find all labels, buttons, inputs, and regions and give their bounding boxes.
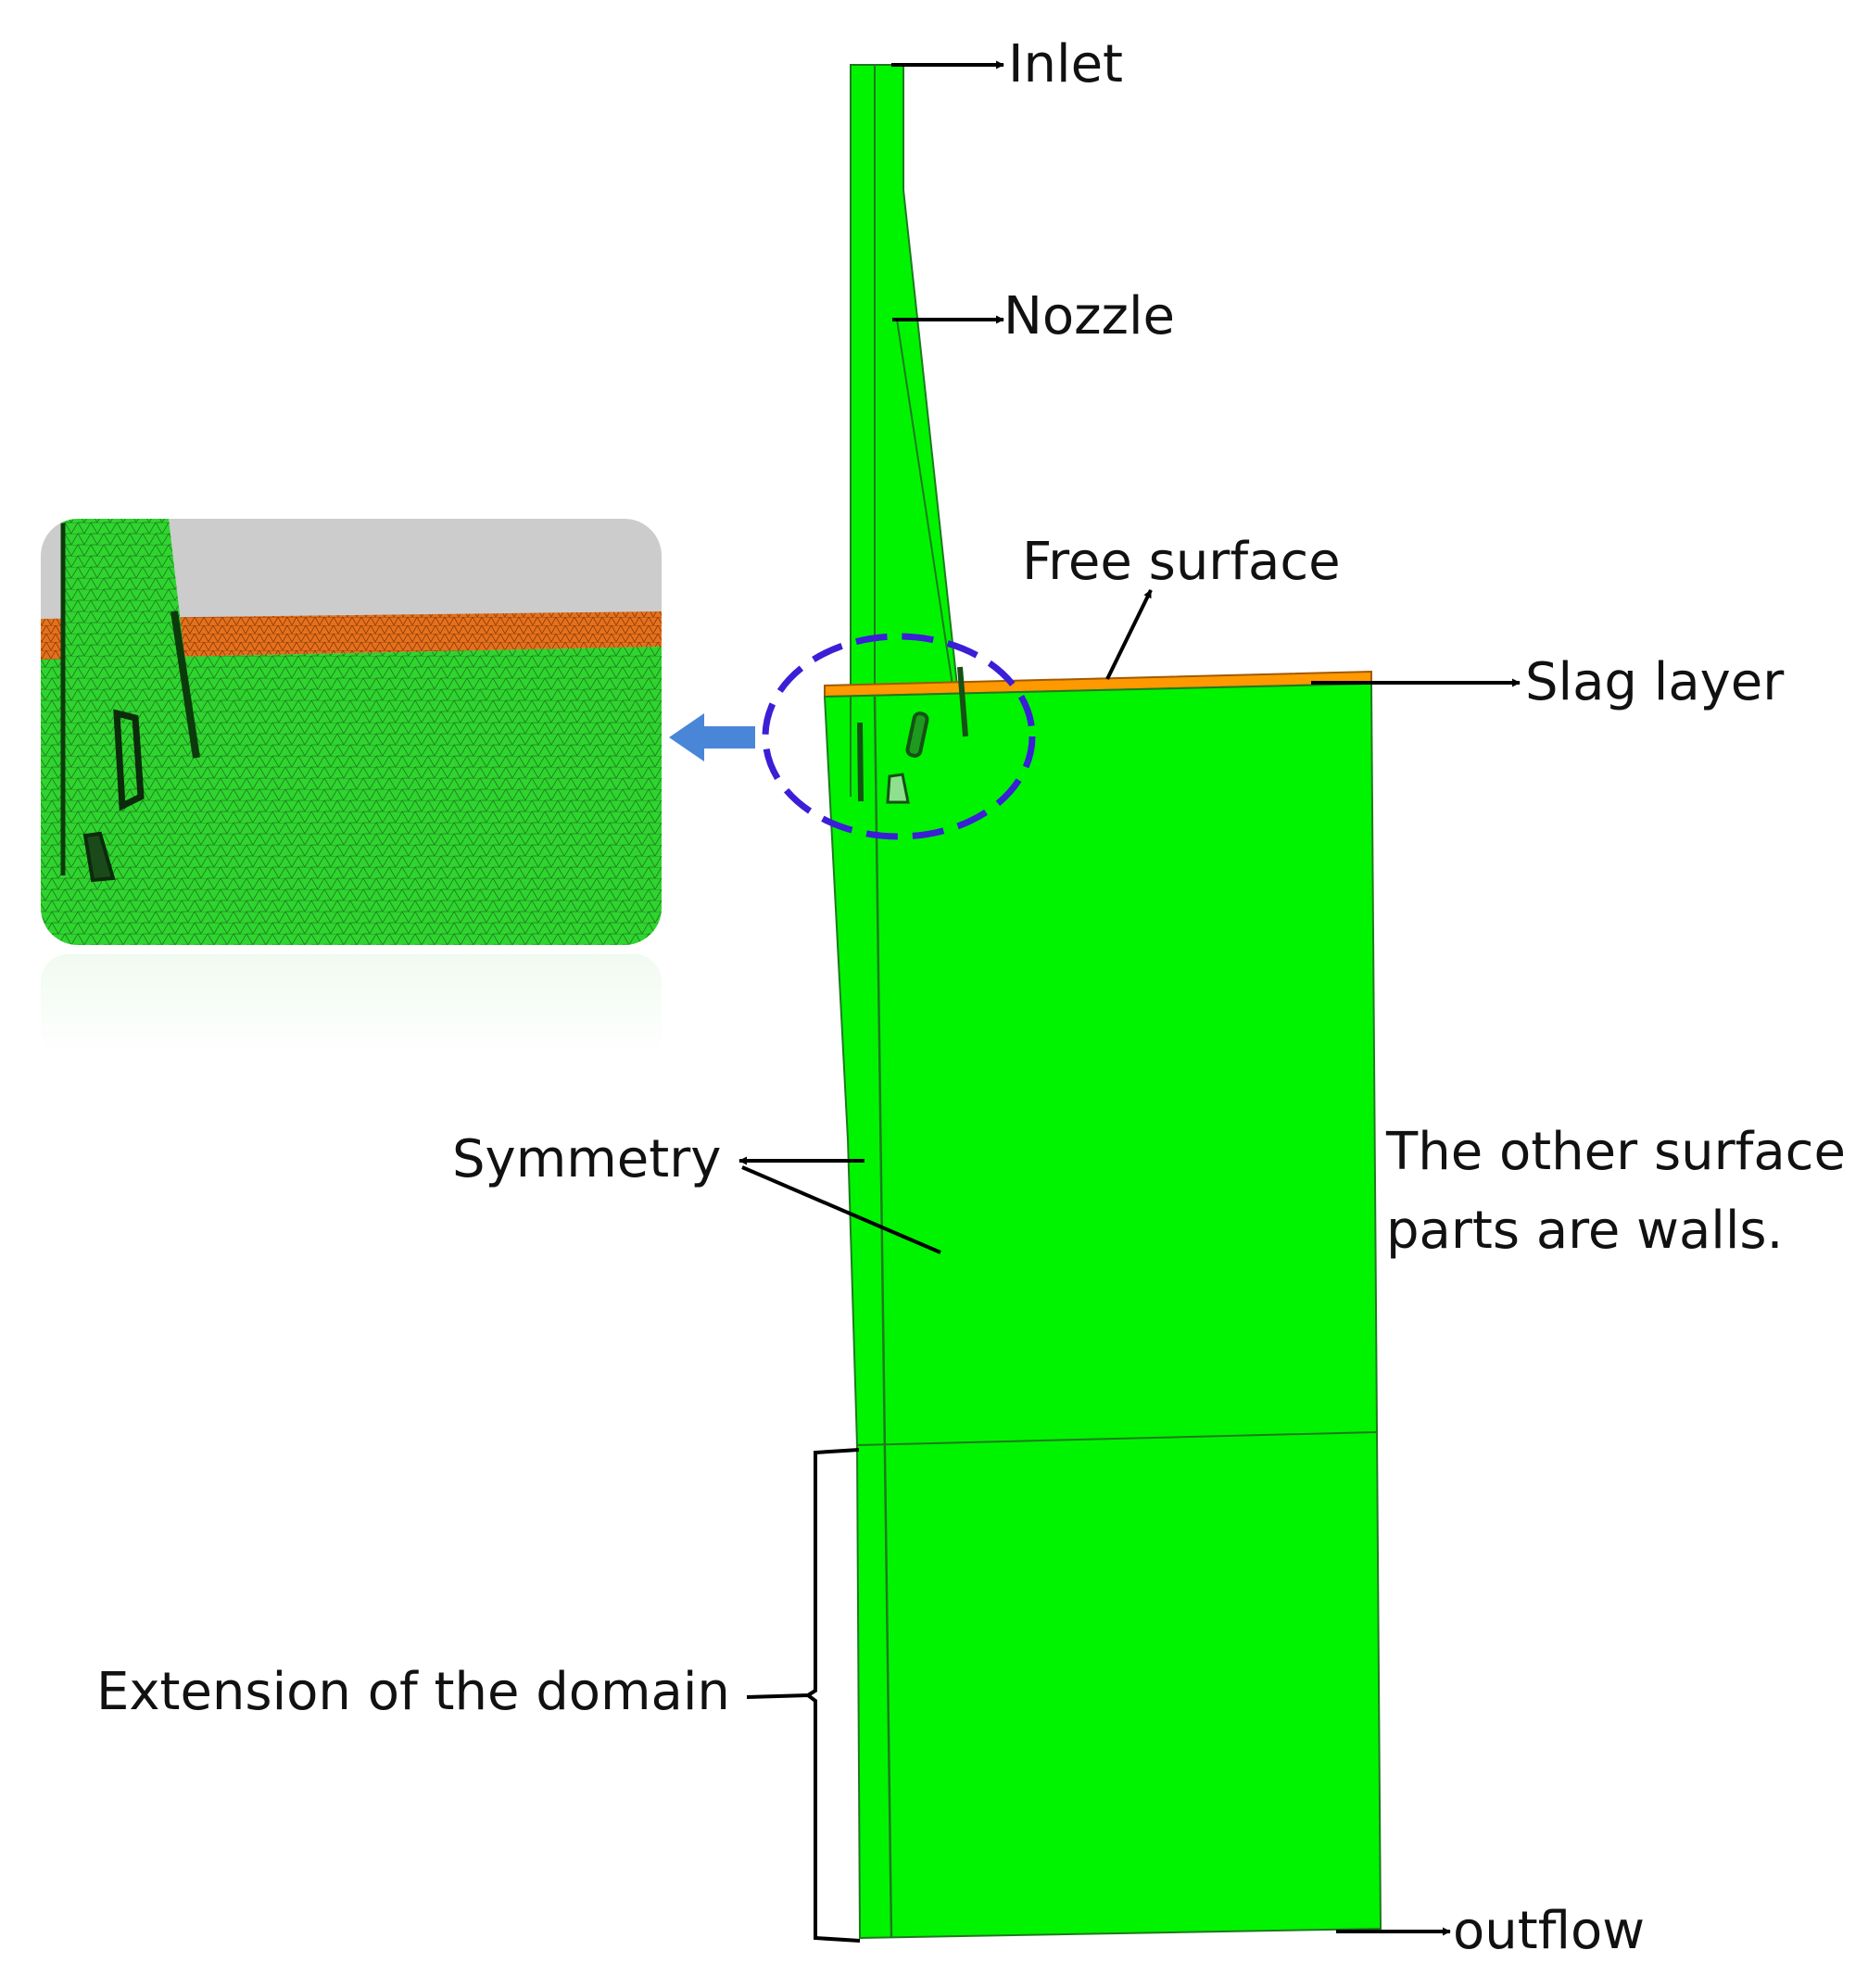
mesh-zoom-inset	[41, 519, 662, 945]
walls-label-line1: The other surface	[1385, 1122, 1846, 1182]
extension-label: Extension of the domain	[96, 1662, 730, 1722]
inset-nozzle-wall	[170, 610, 200, 759]
inset-reflection	[41, 954, 662, 1056]
nozzle-port-upper	[905, 711, 929, 758]
symmetry-label: Symmetry	[452, 1129, 721, 1189]
nozzle-body	[850, 64, 959, 686]
inlet-label: Inlet	[1008, 34, 1123, 94]
slag-layer-label: Slag layer	[1525, 652, 1785, 712]
symmetry-plane-line	[873, 696, 893, 1939]
mold-body	[823, 682, 1382, 1940]
nozzle-label: Nozzle	[1003, 286, 1175, 346]
nozzle-wall-left	[857, 722, 864, 802]
free-surface-arrow	[1105, 589, 1153, 680]
nozzle-wall-right	[957, 666, 968, 737]
inset-slag-mesh	[41, 611, 662, 660]
zoom-arrow	[669, 713, 755, 761]
nozzle-port-lower	[886, 773, 910, 804]
zoom-region-circle	[762, 633, 1036, 840]
extension-boundary	[856, 1431, 1377, 1446]
free-surface-label: Free surface	[1022, 532, 1341, 592]
callout-lines	[738, 60, 1521, 1943]
nozzle-taper-line	[896, 319, 953, 686]
inset-port-upper	[113, 709, 145, 812]
symmetry-second-line	[741, 1165, 941, 1254]
outflow-label: outflow	[1453, 1901, 1645, 1961]
extension-bracket	[746, 1448, 861, 1943]
inset-fluid-mesh	[41, 647, 662, 945]
walls-label-line2: parts are walls.	[1386, 1201, 1783, 1261]
inset-port-lower	[82, 831, 116, 883]
